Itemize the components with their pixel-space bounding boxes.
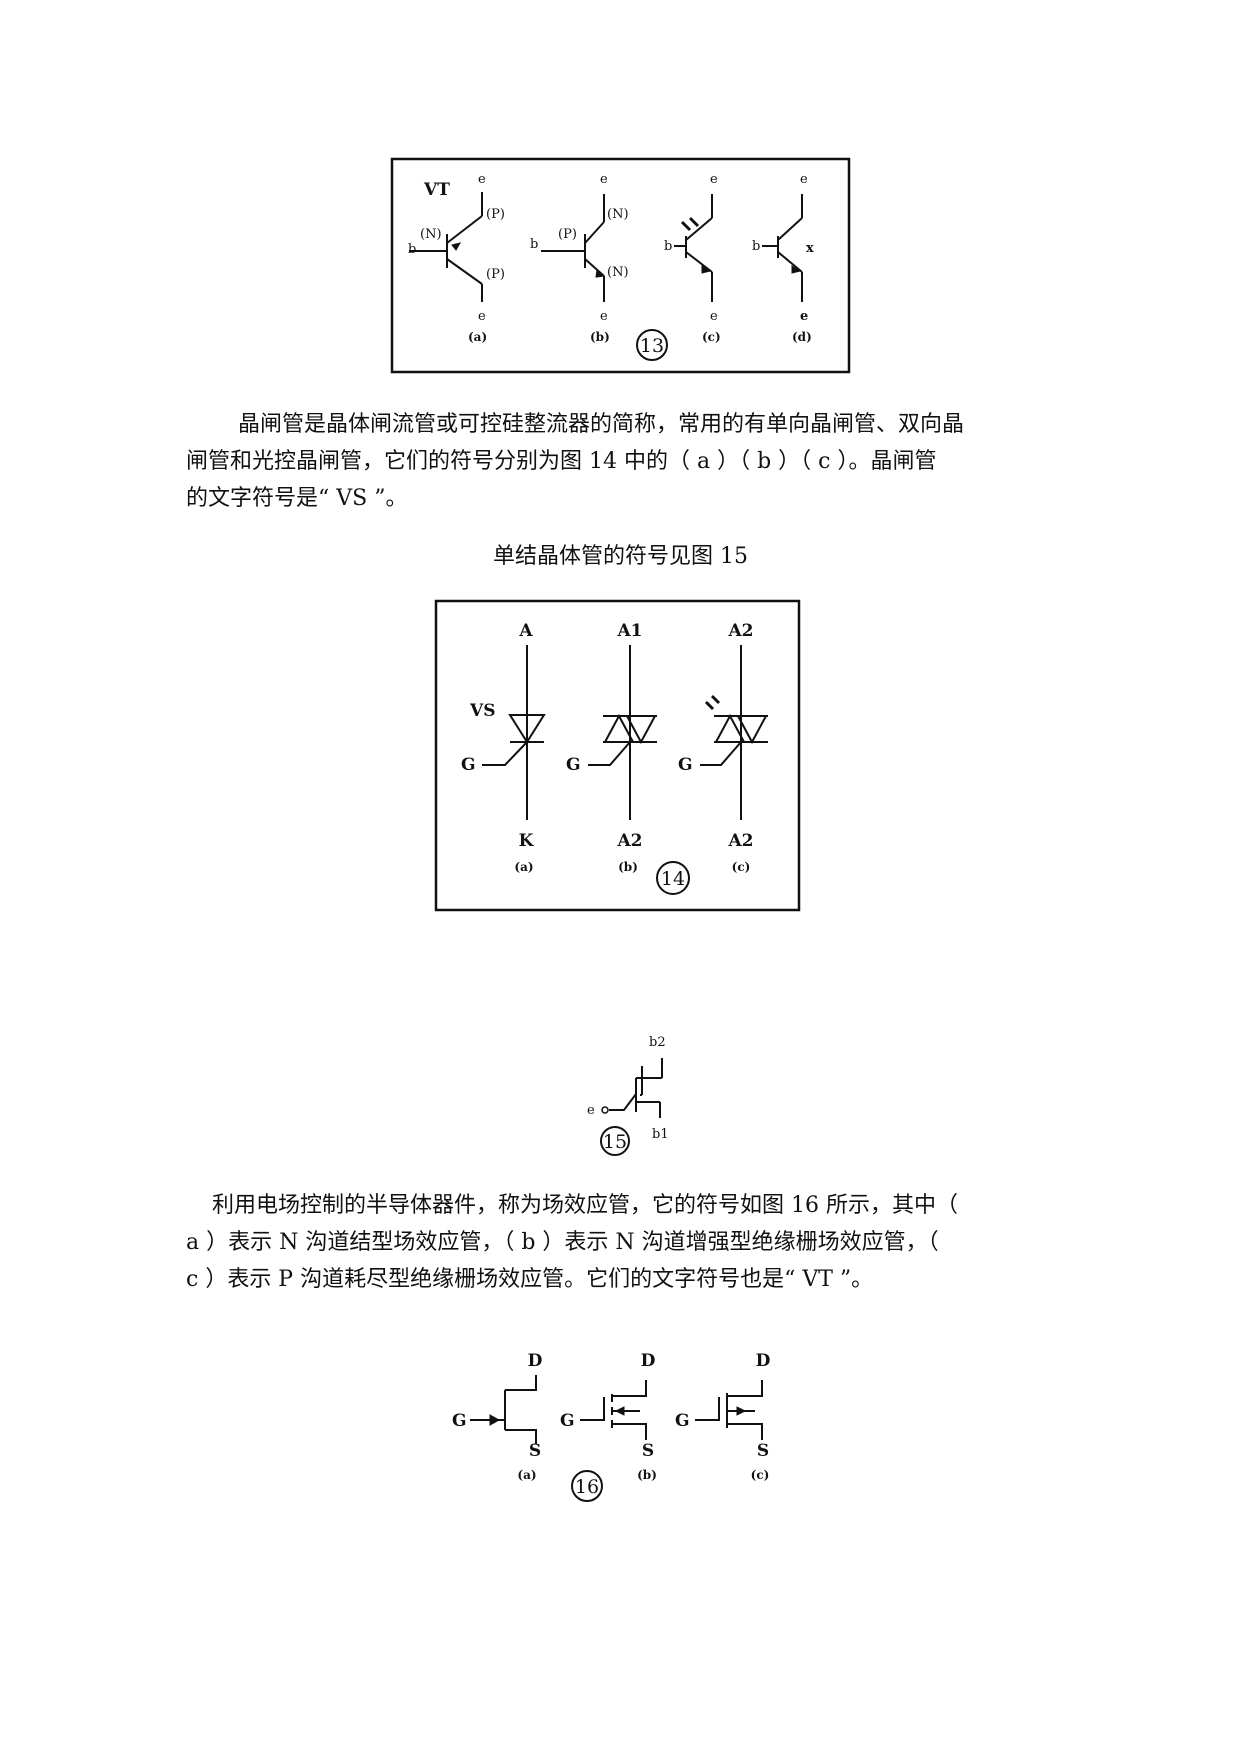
fig13-a-bottom-label: e [478, 309, 486, 324]
figure-13-frame [390, 157, 851, 374]
fig13-c-caption: (c) [702, 330, 721, 344]
fig14-c-top-label: A2 [727, 621, 753, 641]
fig14-number-circle [656, 861, 690, 895]
fet-b-symbol [580, 1380, 647, 1440]
paragraph-line: 利用电场控制的半导体器件，称为场效应管，它的符号如图 16 所示，其中（ [212, 1193, 958, 1218]
thyristor-a-symbol [482, 645, 546, 820]
fig13-a-region-bot: (P) [486, 267, 505, 282]
fig13-d-base-label: b [752, 239, 760, 254]
fig13-number: 13 [640, 335, 664, 357]
fig15-number-circle [600, 1126, 630, 1156]
fig14-a-caption: (a) [514, 860, 533, 874]
transistor-b-symbol [541, 194, 606, 302]
phototransistor-c-symbol [674, 194, 713, 302]
fig16-a-caption: (a) [517, 1468, 536, 1482]
fig16-b-source-label: S [642, 1441, 654, 1461]
figure-16: D G S (a) D G S (b) 16 D G S (c) [452, 1351, 771, 1502]
fig16-number: 16 [575, 1476, 599, 1498]
fig16-b-caption: (b) [637, 1468, 657, 1482]
fig13-b-region-top: (N) [607, 207, 629, 222]
fig16-number-circle [571, 1470, 603, 1502]
transistor-d-symbol [762, 194, 803, 302]
fig16-a-gate-label: G [452, 1411, 467, 1431]
thyristor-b-symbol [588, 645, 657, 820]
figure-13: e VT (P) (N) b (P) e (a) e (N) (P) b (N)… [390, 157, 851, 374]
fig14-b-caption: (b) [618, 860, 638, 874]
fig14-c-bottom-label: A2 [727, 831, 753, 851]
fig13-b-top-label: e [600, 172, 608, 187]
figure-15: b2 e b1 15 [587, 1035, 669, 1156]
paragraph-line: 闸管和光控晶闸管，它们的符号分别为图 14 中的（ a ）（ b ）（ c ）。… [186, 449, 937, 474]
paragraph-line: c ）表示 P 沟道耗尽型绝缘栅场效应管。它们的文字符号也是“ VT ”。 [186, 1267, 874, 1292]
fig14-b-gate-label: G [566, 755, 581, 775]
fig14-c-gate-label: G [678, 755, 693, 775]
fig13-d-bottom-label: e [800, 309, 808, 324]
thyristor-c-symbol [700, 645, 768, 820]
fig14-a-gate-label: G [461, 755, 476, 775]
caption-fig15-reference: 单结晶体管的符号见图 15 [493, 544, 748, 569]
fig13-b-region-mid: (P) [558, 227, 577, 242]
fig14-a-top-label: A [518, 621, 533, 641]
fig13-a-region-top: (P) [486, 207, 505, 222]
fig16-a-source-label: S [529, 1441, 541, 1461]
fig13-a-region-mid: (N) [420, 227, 442, 242]
fig13-b-region-bot: (N) [607, 265, 629, 280]
fig13-a-base-label: b [408, 242, 416, 257]
fig14-number: 14 [661, 868, 685, 890]
fig13-d-top-label: e [800, 172, 808, 187]
fig16-b-drain-label: D [641, 1351, 656, 1371]
fig13-a-vt-label: VT [423, 180, 450, 200]
fig13-a-caption: (a) [468, 330, 487, 344]
fig15-b1-label: b1 [652, 1127, 669, 1142]
paragraph-line: 晶闸管是晶体闸流管或可控硅整流器的简称，常用的有单向晶闸管、双向晶 [238, 412, 965, 437]
transistor-a-symbol [409, 192, 483, 302]
fig16-c-source-label: S [757, 1441, 769, 1461]
fig13-c-top-label: e [710, 172, 718, 187]
paragraph-fet: 利用电场控制的半导体器件，称为场效应管，它的符号如图 16 所示，其中（ a ）… [186, 1187, 1052, 1298]
fig16-c-caption: (c) [751, 1468, 770, 1482]
figure-14-frame [434, 599, 801, 912]
fig14-a-vs-label: VS [469, 701, 495, 721]
fig13-d-mark: x [806, 241, 814, 256]
ujt-symbol [601, 1058, 663, 1118]
fig13-c-base-label: b [664, 239, 672, 254]
fig13-d-caption: (d) [792, 330, 812, 344]
figure-14: A VS G K (a) A1 G A2 (b) 14 A2 G A2 (c) [434, 599, 801, 912]
fig14-a-bottom-label: K [519, 831, 535, 851]
fet-a-symbol [470, 1375, 537, 1444]
fig14-b-top-label: A1 [616, 621, 642, 641]
paragraph-line: 的文字符号是“ VS ”。 [186, 486, 408, 511]
fig16-c-drain-label: D [756, 1351, 771, 1371]
fet-c-symbol [695, 1380, 763, 1440]
fig16-c-gate-label: G [675, 1411, 690, 1431]
paragraph-thyristor: 晶闸管是晶体闸流管或可控硅整流器的简称，常用的有单向晶闸管、双向晶 闸管和光控晶… [186, 406, 1052, 517]
fig13-b-bottom-label: e [600, 309, 608, 324]
fig15-e-label: e [587, 1103, 595, 1118]
fig14-c-caption: (c) [732, 860, 751, 874]
fig13-number-circle [636, 329, 668, 361]
fig16-b-gate-label: G [560, 1411, 575, 1431]
fig14-b-bottom-label: A2 [616, 831, 642, 851]
fig15-number: 15 [603, 1131, 627, 1153]
fig13-c-bottom-label: e [710, 309, 718, 324]
fig13-a-top-label: e [478, 172, 486, 187]
fig13-b-base-label: b [530, 237, 538, 252]
fig13-b-caption: (b) [590, 330, 610, 344]
fig15-b2-label: b2 [649, 1035, 666, 1050]
paragraph-line: a ）表示 N 沟道结型场效应管，（ b ）表示 N 沟道增强型绝缘栅场效应管，… [186, 1230, 939, 1255]
fig16-a-drain-label: D [528, 1351, 543, 1371]
